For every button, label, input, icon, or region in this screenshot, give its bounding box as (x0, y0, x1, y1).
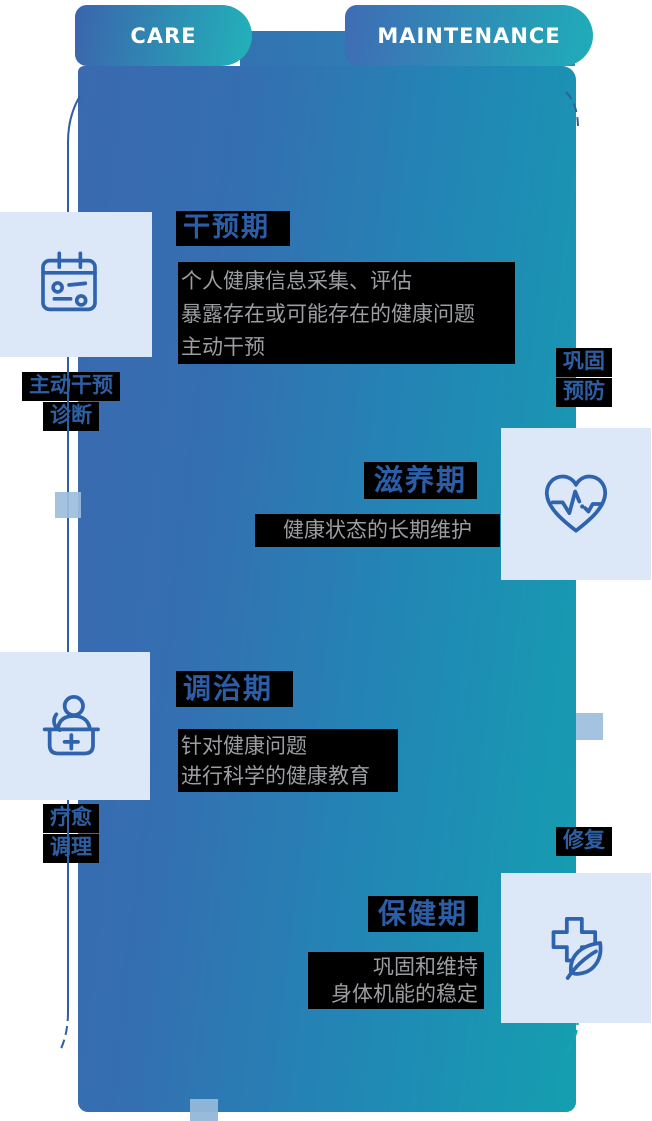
calendar-schedule-icon (41, 250, 97, 311)
section-body-healthcare: 巩固和维持 身体机能的稳定 (308, 952, 484, 1009)
section-body-nourishment: 健康状态的长期维护 (255, 514, 500, 547)
icon-card-healthcare (501, 873, 651, 1023)
section-body-line: 暴露存在或可能存在的健康问题 (181, 302, 475, 326)
icon-card-intervention (0, 212, 152, 357)
tab-maintenance-label: MAINTENANCE (377, 23, 561, 48)
side-label-repair: 修复 (531, 827, 637, 857)
side-label-active-intervention: 主动干预 诊断 (0, 372, 142, 432)
icon-card-nourishment (501, 428, 651, 580)
section-body-line: 健康状态的长期维护 (283, 518, 472, 542)
timeline-node-square (190, 1099, 218, 1121)
clinic-reception-icon (42, 694, 100, 756)
timeline-node-square (55, 492, 81, 518)
section-body-regulation: 针对健康问题 进行科学的健康教育 (178, 729, 398, 792)
timeline-node-square (576, 713, 603, 740)
section-body-line: 进行科学的健康教育 (181, 764, 370, 788)
side-label-line: 修复 (556, 827, 612, 856)
section-body-line: 个人健康信息采集、评估 (181, 269, 412, 293)
side-label-line: 疗愈 (43, 804, 99, 833)
section-body-line: 主动干预 (181, 335, 265, 359)
section-title-nourishment: 滋养期 (363, 462, 477, 500)
tab-care[interactable]: CARE (75, 5, 252, 66)
section-body-intervention: 个人健康信息采集、评估 暴露存在或可能存在的健康问题 主动干预 (178, 262, 515, 364)
side-label-healing-conditioning: 疗愈 调理 (18, 804, 124, 864)
side-label-line: 调理 (43, 834, 99, 863)
side-label-line: 主动干预 (22, 372, 120, 401)
side-label-consolidate-prevent: 巩固 预防 (531, 348, 637, 408)
gradient-body-panel (78, 66, 576, 1112)
section-title-healthcare: 保健期 (367, 896, 478, 933)
medical-cross-leaf-icon (551, 916, 603, 980)
side-label-line: 诊断 (43, 402, 99, 431)
section-body-line: 巩固和维持 (373, 955, 478, 979)
section-title-regulation: 调治期 (176, 671, 294, 708)
icon-card-regulation (0, 652, 150, 800)
section-body-line: 身体机能的稳定 (331, 982, 478, 1006)
heart-pulse-icon (544, 474, 608, 533)
section-title-intervention: 干预期 (176, 211, 290, 247)
side-label-line: 巩固 (556, 348, 612, 377)
tab-care-label: CARE (130, 23, 197, 48)
tab-maintenance[interactable]: MAINTENANCE (345, 5, 593, 66)
section-body-line: 针对健康问题 (181, 734, 307, 758)
side-label-line: 预防 (556, 378, 612, 407)
